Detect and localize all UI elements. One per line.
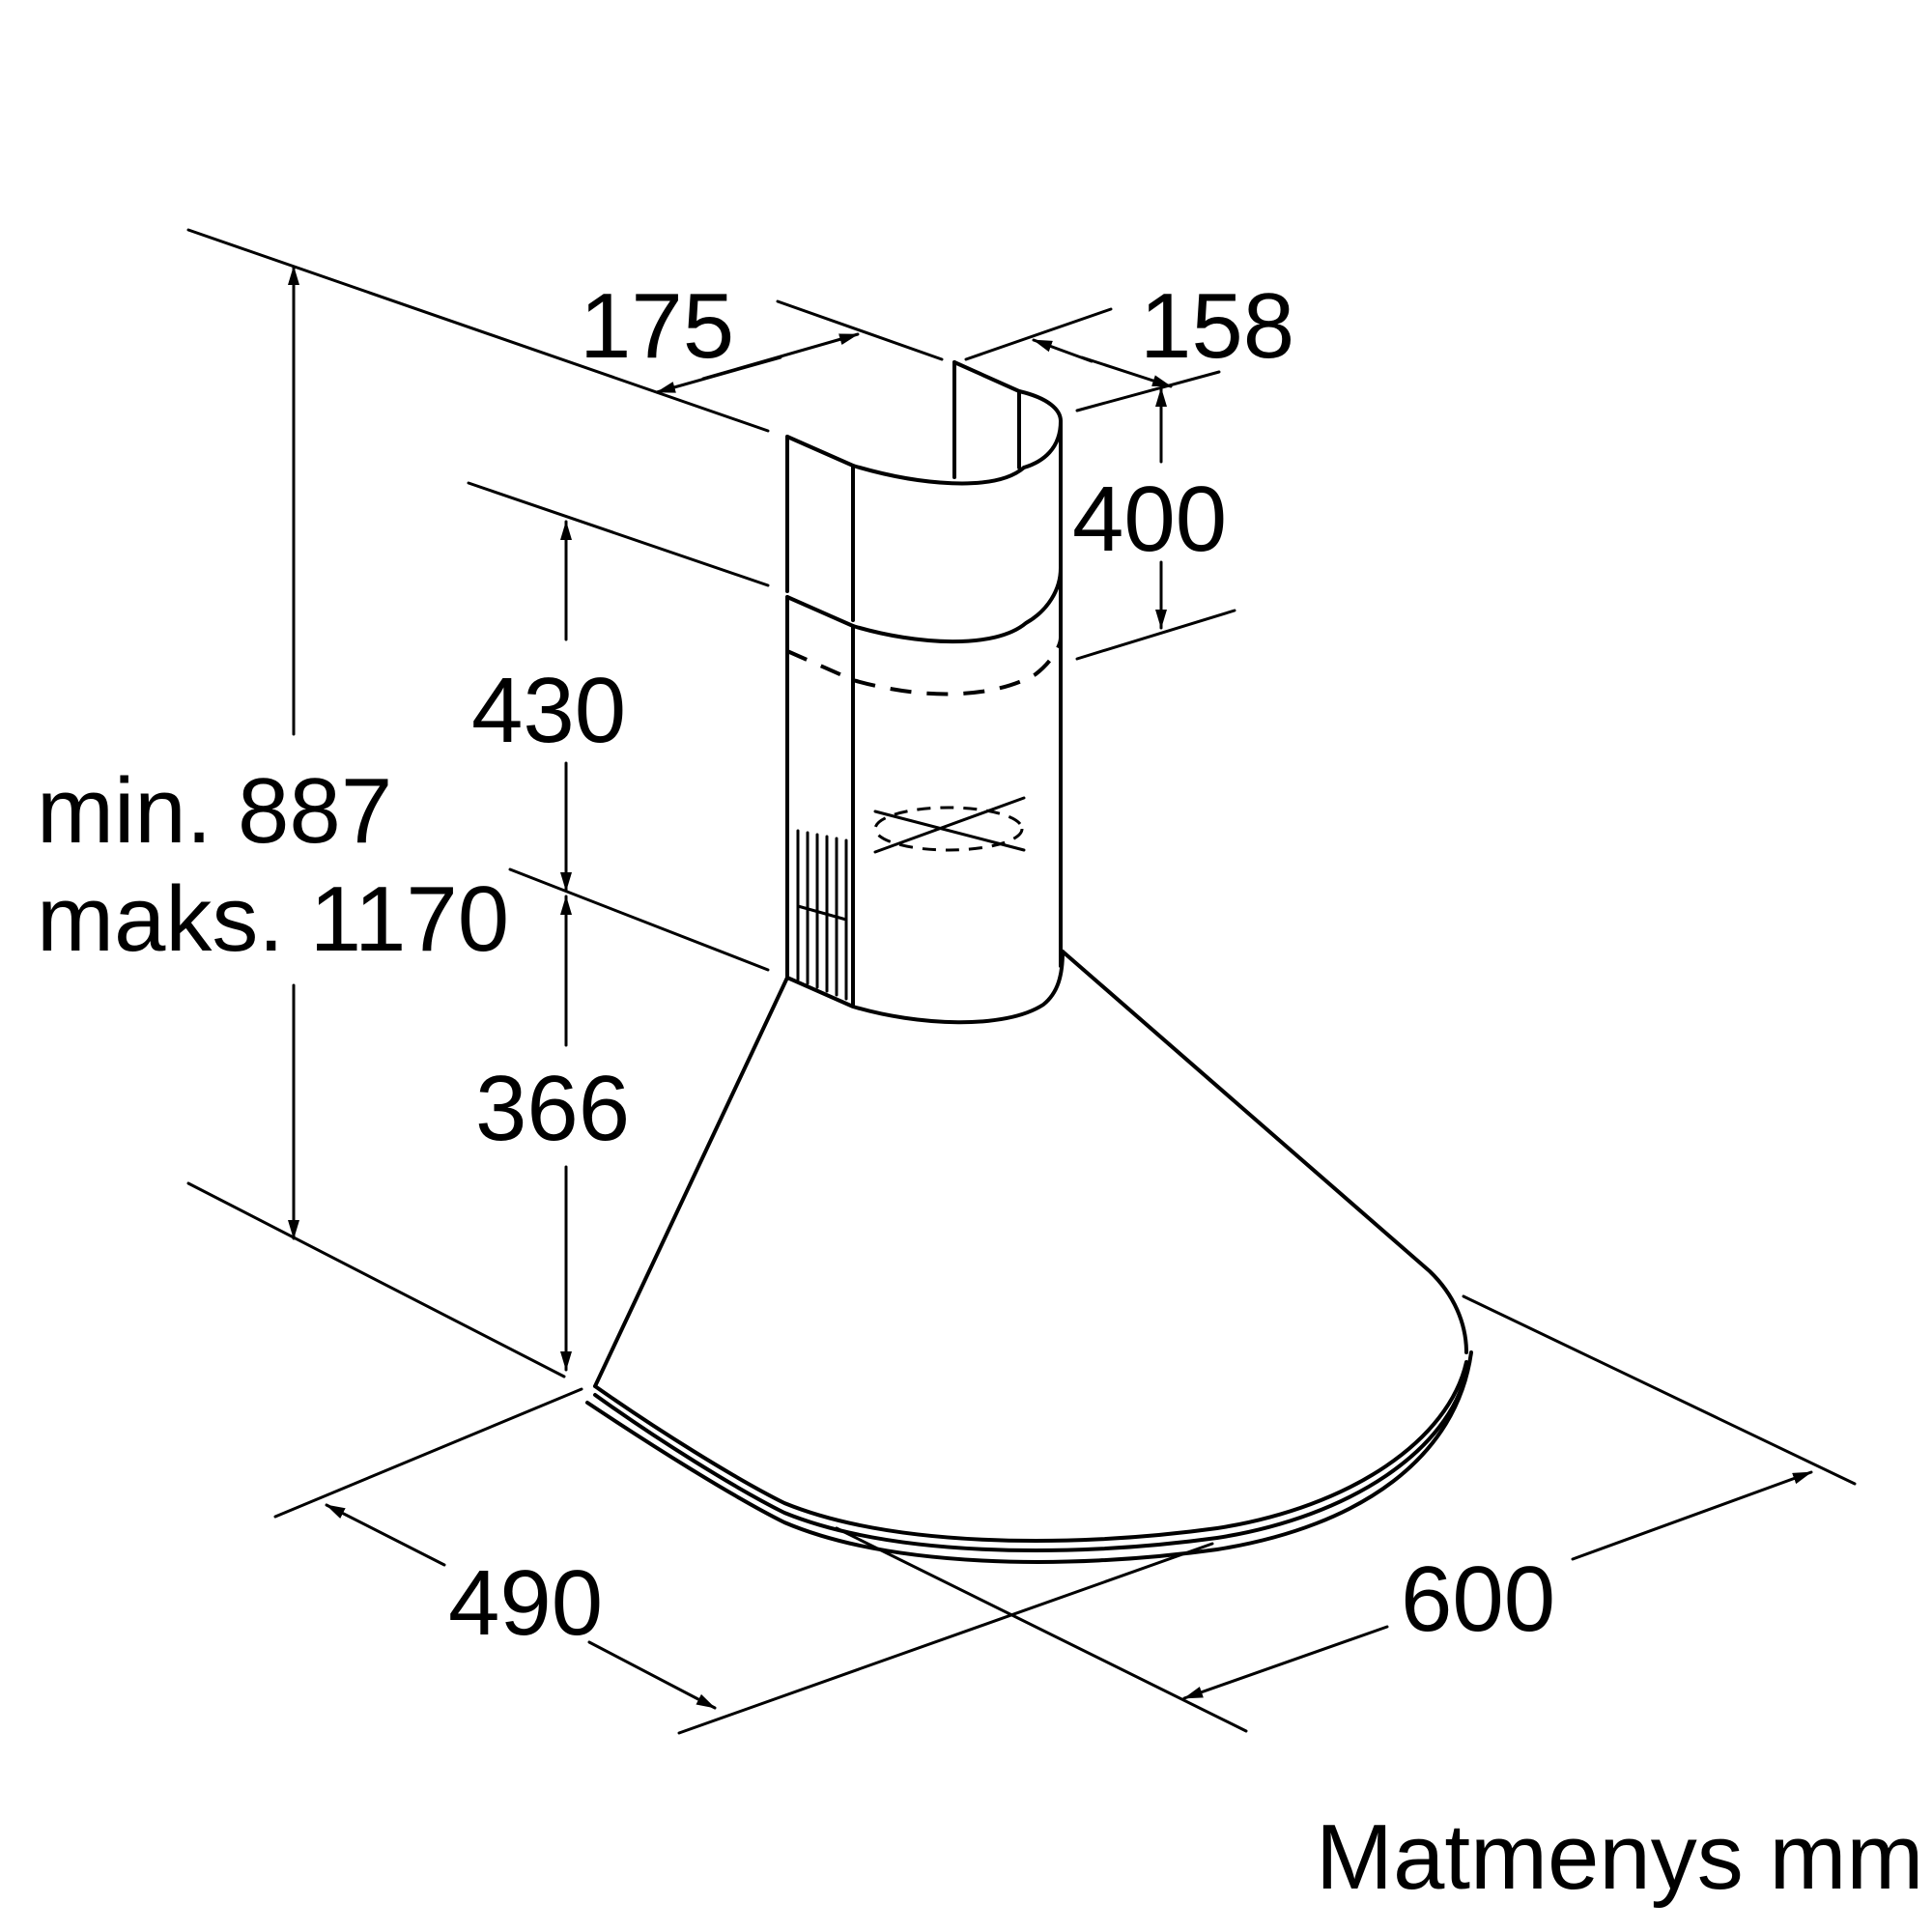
label-chimney-depth: 158	[1140, 274, 1294, 378]
hood-canopy	[585, 950, 1473, 1564]
chimney-upper-section	[785, 360, 1063, 968]
hidden-bracket	[873, 796, 1026, 854]
chimney-lower-section	[785, 566, 1065, 1025]
label-upper-duct-height: 400	[1072, 468, 1227, 571]
label-height-max: maks. 1170	[37, 867, 509, 971]
label-height-min: min. 887	[37, 759, 392, 863]
dimension-arrows	[288, 265, 1813, 1710]
label-hood-width: 600	[1401, 1548, 1555, 1651]
vent-grille	[796, 829, 848, 1001]
label-hood-depth: 490	[448, 1551, 603, 1655]
extension-lines	[186, 228, 1857, 1735]
label-canopy-height: 366	[475, 1057, 630, 1160]
units-caption: Matmenys mm	[1316, 1805, 1923, 1909]
label-lower-duct-height: 430	[471, 659, 626, 762]
label-chimney-width: 175	[580, 274, 734, 378]
dimension-labels: 175 158 400 430 min. 887 maks. 1170 366 …	[37, 274, 1555, 1655]
